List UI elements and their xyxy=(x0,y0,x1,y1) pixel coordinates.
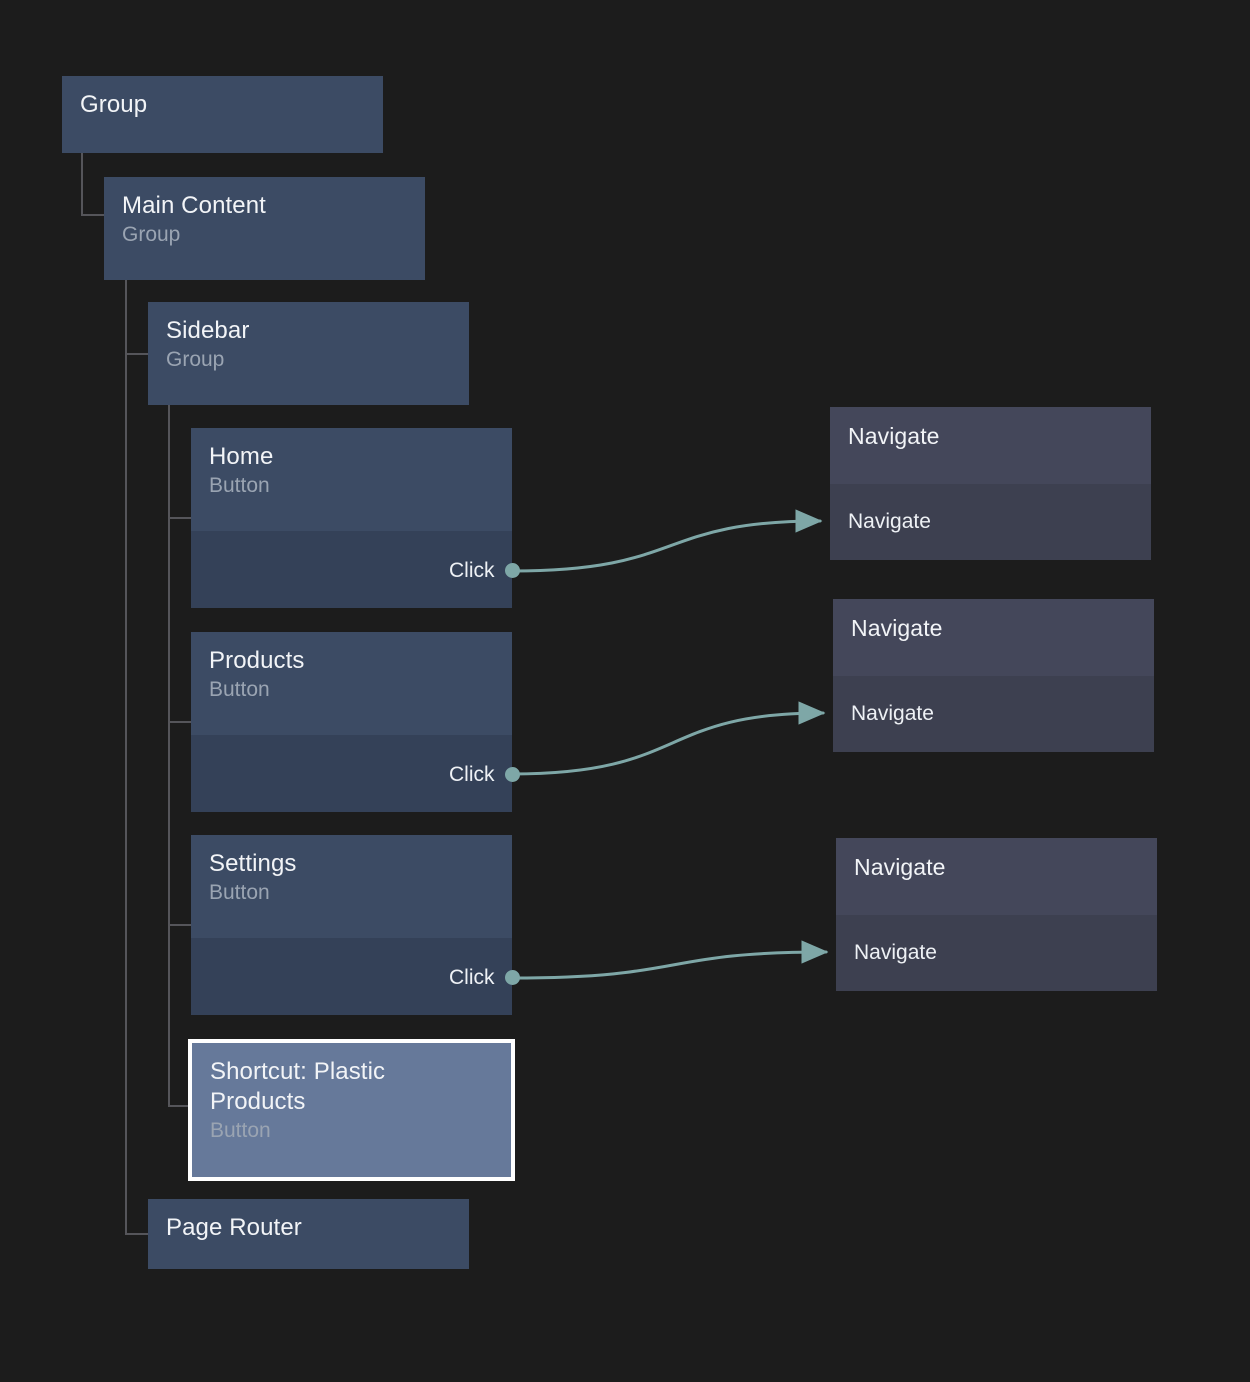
products-button-node-port-dot[interactable] xyxy=(504,766,520,782)
edge-settings-click-to-navigate-3[interactable] xyxy=(510,940,829,980)
navigate-action-node-2-title: Navigate xyxy=(851,615,943,641)
navigate-action-node-1-body[interactable]: Navigate xyxy=(830,484,1151,560)
shortcut-plastic-products-button-node-subtitle: Button xyxy=(210,1119,271,1142)
rail-main-content-to-sidebar xyxy=(125,280,148,355)
page-router-node[interactable]: Page Router xyxy=(148,1199,469,1269)
settings-button-node-port-label: Click xyxy=(449,965,495,989)
settings-button-node-title: Settings xyxy=(209,850,297,877)
navigate-action-node-2-header[interactable]: Navigate xyxy=(833,599,1154,676)
products-button-node-port-label: Click xyxy=(449,762,495,786)
shortcut-plastic-products-button-node-title: Shortcut: Plastic Products xyxy=(210,1058,386,1115)
root-group-node[interactable]: Group xyxy=(62,76,383,153)
navigate-action-node-3-header[interactable]: Navigate xyxy=(836,838,1157,915)
home-button-node-port-dot[interactable] xyxy=(504,562,520,578)
sidebar-node-subtitle: Group xyxy=(166,348,225,371)
navigate-action-node-3-input-port[interactable]: Navigate xyxy=(854,941,937,964)
navigate-action-node-3-title: Navigate xyxy=(854,854,946,880)
home-button-node-port-label: Click xyxy=(449,558,495,582)
edge-home-click-to-navigate-1[interactable] xyxy=(510,509,823,573)
navigate-action-node-1-title: Navigate xyxy=(848,423,940,449)
home-button-node-title: Home xyxy=(209,443,274,470)
root-group-node-title: Group xyxy=(80,91,148,118)
rail-sidebar-to-home xyxy=(168,405,191,519)
rail-sidebar-to-products xyxy=(168,405,191,723)
rail-root-to-main-content xyxy=(81,153,104,216)
navigate-action-node-1-header[interactable]: Navigate xyxy=(830,407,1151,484)
page-router-node-header[interactable]: Page Router xyxy=(148,1199,469,1269)
products-button-node-output-port[interactable]: Click xyxy=(449,762,520,786)
rail-sidebar-to-shortcut xyxy=(168,405,188,1107)
settings-button-node-output-port[interactable]: Click xyxy=(449,965,520,989)
rail-sidebar-to-settings xyxy=(168,405,191,926)
products-button-node-subtitle: Button xyxy=(209,678,270,701)
navigate-action-node-2-input-port[interactable]: Navigate xyxy=(851,702,934,725)
settings-button-node-port-dot[interactable] xyxy=(504,969,520,985)
root-group-node-header[interactable]: Group xyxy=(62,76,383,153)
navigate-action-node-2-body[interactable]: Navigate xyxy=(833,676,1154,752)
page-router-node-title: Page Router xyxy=(166,1214,302,1241)
navigate-action-node-1-input-port[interactable]: Navigate xyxy=(848,510,931,533)
edge-products-click-to-navigate-2[interactable] xyxy=(510,701,826,776)
settings-button-node-subtitle: Button xyxy=(209,881,270,904)
rail-main-content-to-page-router xyxy=(125,280,148,1235)
home-button-node-subtitle: Button xyxy=(209,474,270,497)
home-button-node-body[interactable]: Click xyxy=(191,531,520,608)
products-button-node-title: Products xyxy=(209,647,305,674)
main-content-node-title: Main Content xyxy=(122,192,266,219)
navigate-action-node-3-body[interactable]: Navigate xyxy=(836,915,1157,991)
settings-button-node-body[interactable]: Click xyxy=(191,938,520,1015)
products-button-node-body[interactable]: Click xyxy=(191,735,520,812)
home-button-node-output-port[interactable]: Click xyxy=(449,558,520,582)
sidebar-node-title: Sidebar xyxy=(166,317,250,344)
main-content-node-subtitle: Group xyxy=(122,223,181,246)
